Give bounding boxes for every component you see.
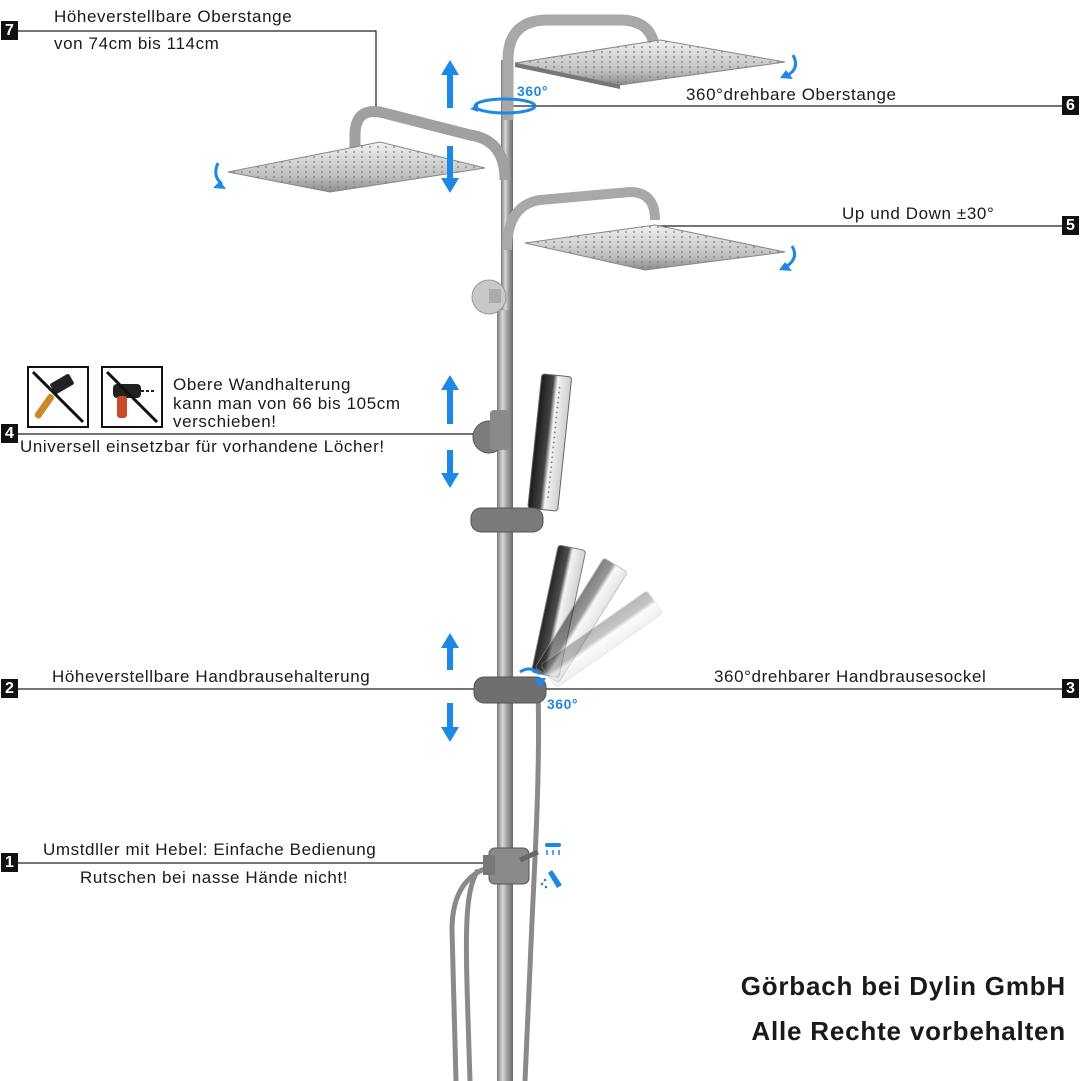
callout-4-line2: kann man von 66 bis 105cm [173, 394, 401, 413]
callout-number-1: 1 [1, 853, 18, 872]
callout-1-line1: Umstdller mit Hebel: Einfache Bedienung [43, 840, 377, 859]
top-rain-head [514, 39, 786, 89]
up-down-arrow-icon [441, 60, 459, 742]
callout-number-5: 5 [1062, 216, 1079, 235]
callout-4-line4: Universell einsetzbar für vorhandene Löc… [20, 437, 385, 456]
slider-holder-upper [470, 507, 544, 533]
diverter-valve [483, 847, 540, 885]
callout-5-text: Up und Down ±30° [842, 204, 995, 223]
callout-number-7: 7 [1, 21, 18, 40]
hand-shower-tilt-fan [531, 544, 663, 688]
rotation-label-hand: 360° [547, 696, 578, 712]
callout-4-line3: verschieben! [173, 412, 277, 431]
no-hammer-icon [27, 366, 89, 428]
leader-lines [18, 30, 1062, 864]
no-drill-icon [101, 366, 163, 428]
callout-number-2: 2 [1, 679, 18, 698]
callout-number-6: 6 [1062, 96, 1079, 115]
callout-number-3: 3 [1062, 679, 1079, 698]
hand-shower-icon [540, 870, 562, 889]
tilted-shower-arm [502, 186, 660, 251]
slider-holder-lower [473, 676, 547, 704]
callout-7-line2: von 74cm bis 114cm [54, 34, 220, 53]
callout-7-line1: Höheverstellbare Oberstange [54, 7, 293, 26]
shower-hose [449, 689, 542, 1081]
rotation-label-top: 360° [517, 83, 548, 99]
copyright-line1: Görbach bei Dylin GmbH [740, 971, 1066, 1001]
hand-shower [527, 373, 572, 512]
callout-number-4: 4 [1, 424, 18, 443]
callout-4-line1: Obere Wandhalterung [173, 375, 352, 394]
copyright-line2: Alle Rechte vorbehalten [751, 1016, 1066, 1046]
upper-wall-bracket [471, 279, 510, 454]
tilted-rain-head [524, 224, 786, 271]
lowered-rain-head [227, 141, 486, 193]
rain-shower-icon [545, 843, 561, 855]
callout-2-text: Höheverstellbare Handbrausehalterung [52, 667, 371, 686]
top-shower-arm [502, 14, 661, 120]
callout-3-text: 360°drehbarer Handbrausesockel [714, 667, 987, 686]
callout-1-line2: Rutschen bei nasse Hände nicht! [80, 868, 349, 887]
callout-6-text: 360°drehbare Oberstange [686, 85, 897, 104]
lowered-shower-arm [349, 106, 511, 181]
